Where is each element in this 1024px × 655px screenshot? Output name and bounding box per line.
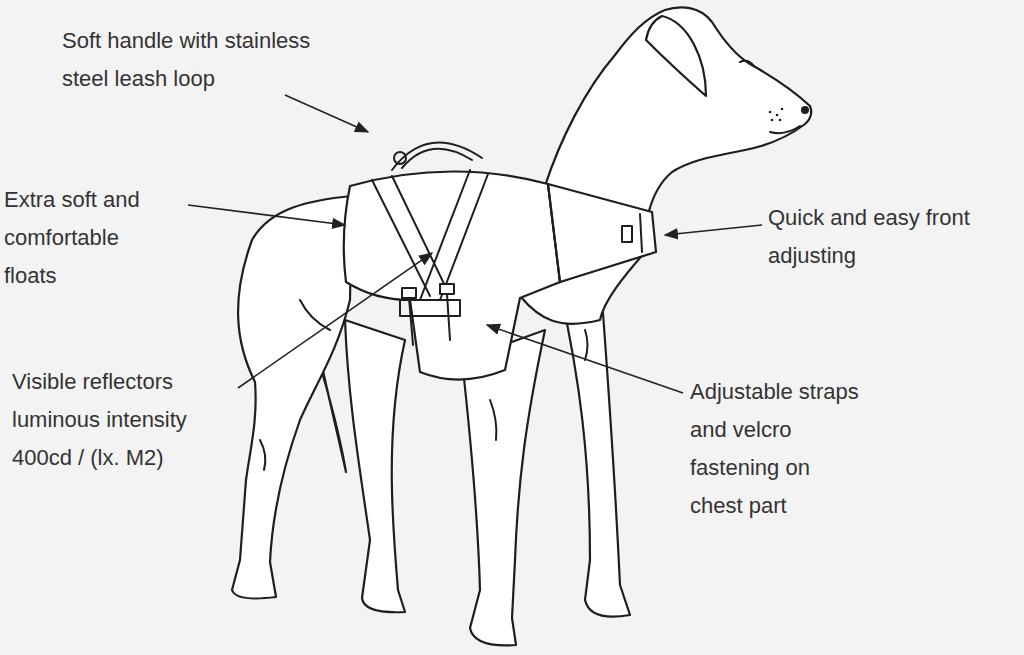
leader-arrow (487, 325, 683, 393)
dog-mouth (770, 126, 800, 133)
front-strap (640, 214, 642, 252)
front-buckle (622, 226, 632, 242)
chest-strap (409, 294, 450, 345)
callout-label: Extra soft and comfortable floats (4, 181, 164, 295)
leader-arrow (665, 225, 762, 235)
muscle-line (490, 400, 496, 440)
callout-label: Adjustable straps and velcro fastening o… (690, 373, 864, 525)
muscle-line (585, 330, 588, 360)
leader-arrow (285, 95, 368, 132)
callout-label: Soft handle with stainless steel leash l… (62, 22, 337, 98)
muscle-line (260, 440, 265, 470)
leader-arrow (238, 253, 432, 388)
dog-nose (802, 107, 808, 113)
whisker-dots (769, 108, 784, 122)
vest-handle (402, 149, 472, 168)
dog-ear (646, 16, 706, 96)
muscle-line (300, 300, 330, 330)
callout-label: Visible reflectors luminous intensity 40… (12, 363, 212, 477)
leader-arrow (188, 205, 345, 225)
buckle (440, 284, 454, 294)
vest-strap (372, 176, 448, 296)
dog-rear-leg (232, 196, 352, 598)
callout-label: Quick and easy front adjusting (768, 199, 1008, 275)
vest-strap (420, 170, 488, 300)
leash-loop (394, 152, 406, 164)
buckle (402, 288, 416, 298)
vest-strap (548, 184, 560, 282)
dog-rear-leg (345, 320, 405, 612)
dog-front-leg (560, 290, 630, 617)
reflector (400, 300, 460, 316)
vest-body (344, 171, 560, 379)
vest-handle (392, 143, 482, 170)
vest-front-band (548, 184, 656, 282)
dog-head (545, 7, 811, 215)
dog-eye (740, 61, 754, 66)
